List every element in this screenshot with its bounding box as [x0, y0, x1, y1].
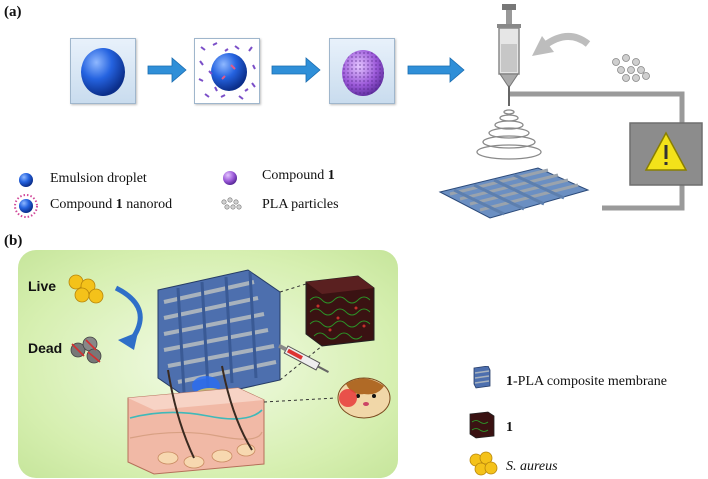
- legend-membrane: 1-PLA composite membrane: [506, 374, 667, 389]
- zoom-lines: [279, 283, 323, 381]
- syringe-icon: [497, 4, 521, 106]
- skin-tissue-block: [127, 365, 265, 475]
- infection-site-icon: [339, 389, 357, 407]
- compound1-nanorod-cluster-icon: [198, 42, 256, 100]
- emulsion-droplet-icon: [81, 48, 125, 96]
- pla-particles-legend-icon: [221, 197, 242, 210]
- legend-a-icons-right: [221, 171, 242, 210]
- legend-compound1: Compound 1: [262, 168, 335, 183]
- scene-syringe-icon: [278, 344, 329, 373]
- membrane-legend-icon: [473, 366, 491, 389]
- legend-compound1-b: 1: [506, 420, 513, 435]
- legend-a-icons-left: [14, 173, 38, 218]
- electrospinning-apparatus: [438, 4, 703, 219]
- emulsion-droplet-tile: [70, 38, 136, 104]
- panel-b-label: (b): [4, 233, 23, 249]
- compound1-cube-legend-icon: [469, 411, 495, 439]
- application-scene: [68, 269, 391, 475]
- legend-emulsion-droplet: Emulsion droplet: [50, 171, 147, 186]
- hamster-icon: [337, 377, 391, 419]
- fiber-jet-spiral: [476, 109, 542, 160]
- live-label: Live: [28, 278, 57, 294]
- legend-compound1-nanorod: Compound 1 nanorod: [50, 197, 173, 212]
- compound1-legend-icon: [223, 171, 237, 185]
- feed-arrow-icon: [541, 33, 591, 49]
- compound1-cube-zoom: [305, 275, 375, 347]
- composite-membrane-block: [157, 269, 281, 401]
- live-bacteria-icon: [68, 274, 104, 304]
- collector-mesh: [438, 167, 590, 219]
- compound1-sphere-icon: [342, 50, 384, 96]
- dead-label: Dead: [28, 340, 63, 356]
- legend-pla-particles: PLA particles: [262, 197, 339, 212]
- arrow-1-icon: [147, 57, 187, 83]
- pla-particles-icon: [612, 54, 650, 82]
- panel-a-label: (a): [4, 4, 22, 20]
- legend-saureus: S. aureus: [506, 459, 558, 474]
- dead-bacteria-icon: [70, 336, 102, 364]
- arrow-3-icon: [407, 57, 465, 83]
- saureus-legend-icon: [469, 451, 498, 476]
- compound1-tile: [329, 38, 395, 104]
- emulsion-droplet-legend-icon: [19, 173, 33, 187]
- nanorod-tile: [194, 38, 260, 104]
- legend-b-icons: [469, 366, 498, 476]
- compound1-nanorod-legend-icon: [14, 194, 38, 218]
- arrow-2-icon: [271, 57, 321, 83]
